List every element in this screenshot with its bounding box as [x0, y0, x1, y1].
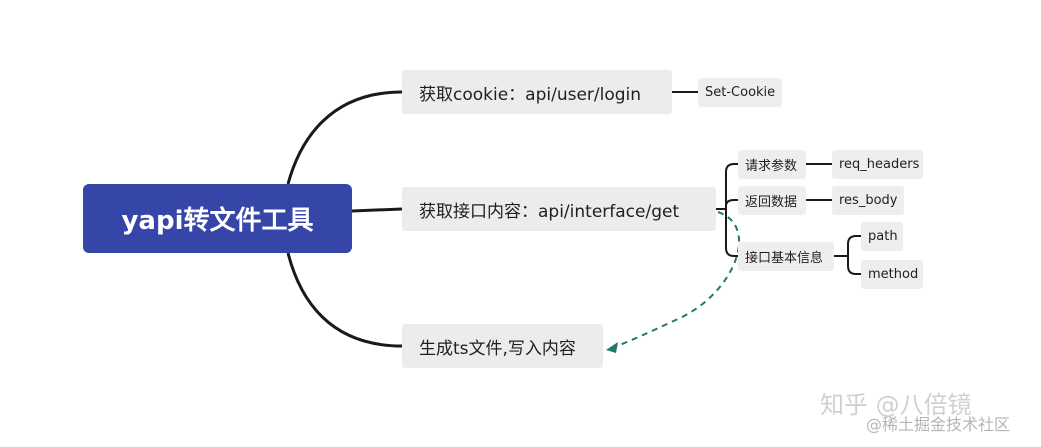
connector-interface-info	[725, 209, 738, 257]
connector-interface-ret	[725, 199, 738, 209]
leaf-req-headers[interactable]: req_headers	[832, 150, 923, 179]
root-node[interactable]: yapi转文件工具	[83, 184, 352, 253]
zhihu-watermark: 知乎 @八倍镜	[820, 391, 972, 419]
connector-root-generate	[286, 252, 403, 348]
juejin-watermark: @稀土掘金技术社区	[866, 415, 1011, 434]
leaf-set-cookie[interactable]: Set-Cookie	[698, 78, 782, 107]
leaf-return-data[interactable]: 返回数据	[738, 186, 806, 215]
connector-root-cookie	[286, 90, 403, 185]
connector-root-interface	[351, 207, 403, 213]
leaf-interface-basic-info[interactable]: 接口基本信息	[738, 242, 834, 271]
leaf-request-params[interactable]: 请求参数	[738, 150, 806, 179]
branch-generate-ts[interactable]: 生成ts文件,写入内容	[402, 324, 603, 368]
connector-info-path	[847, 235, 861, 256]
branch-get-interface[interactable]: 获取接口内容：api/interface/get	[402, 187, 716, 231]
leaf-method[interactable]: method	[861, 260, 923, 289]
dashed-relation-arrow	[611, 211, 741, 349]
leaf-path[interactable]: path	[861, 222, 903, 251]
dashed-arrow-head	[606, 342, 618, 353]
branch-get-cookie[interactable]: 获取cookie：api/user/login	[402, 70, 672, 114]
connector-info-method	[847, 256, 861, 275]
leaf-res-body[interactable]: res_body	[832, 186, 904, 215]
connector-interface-req	[725, 163, 738, 209]
